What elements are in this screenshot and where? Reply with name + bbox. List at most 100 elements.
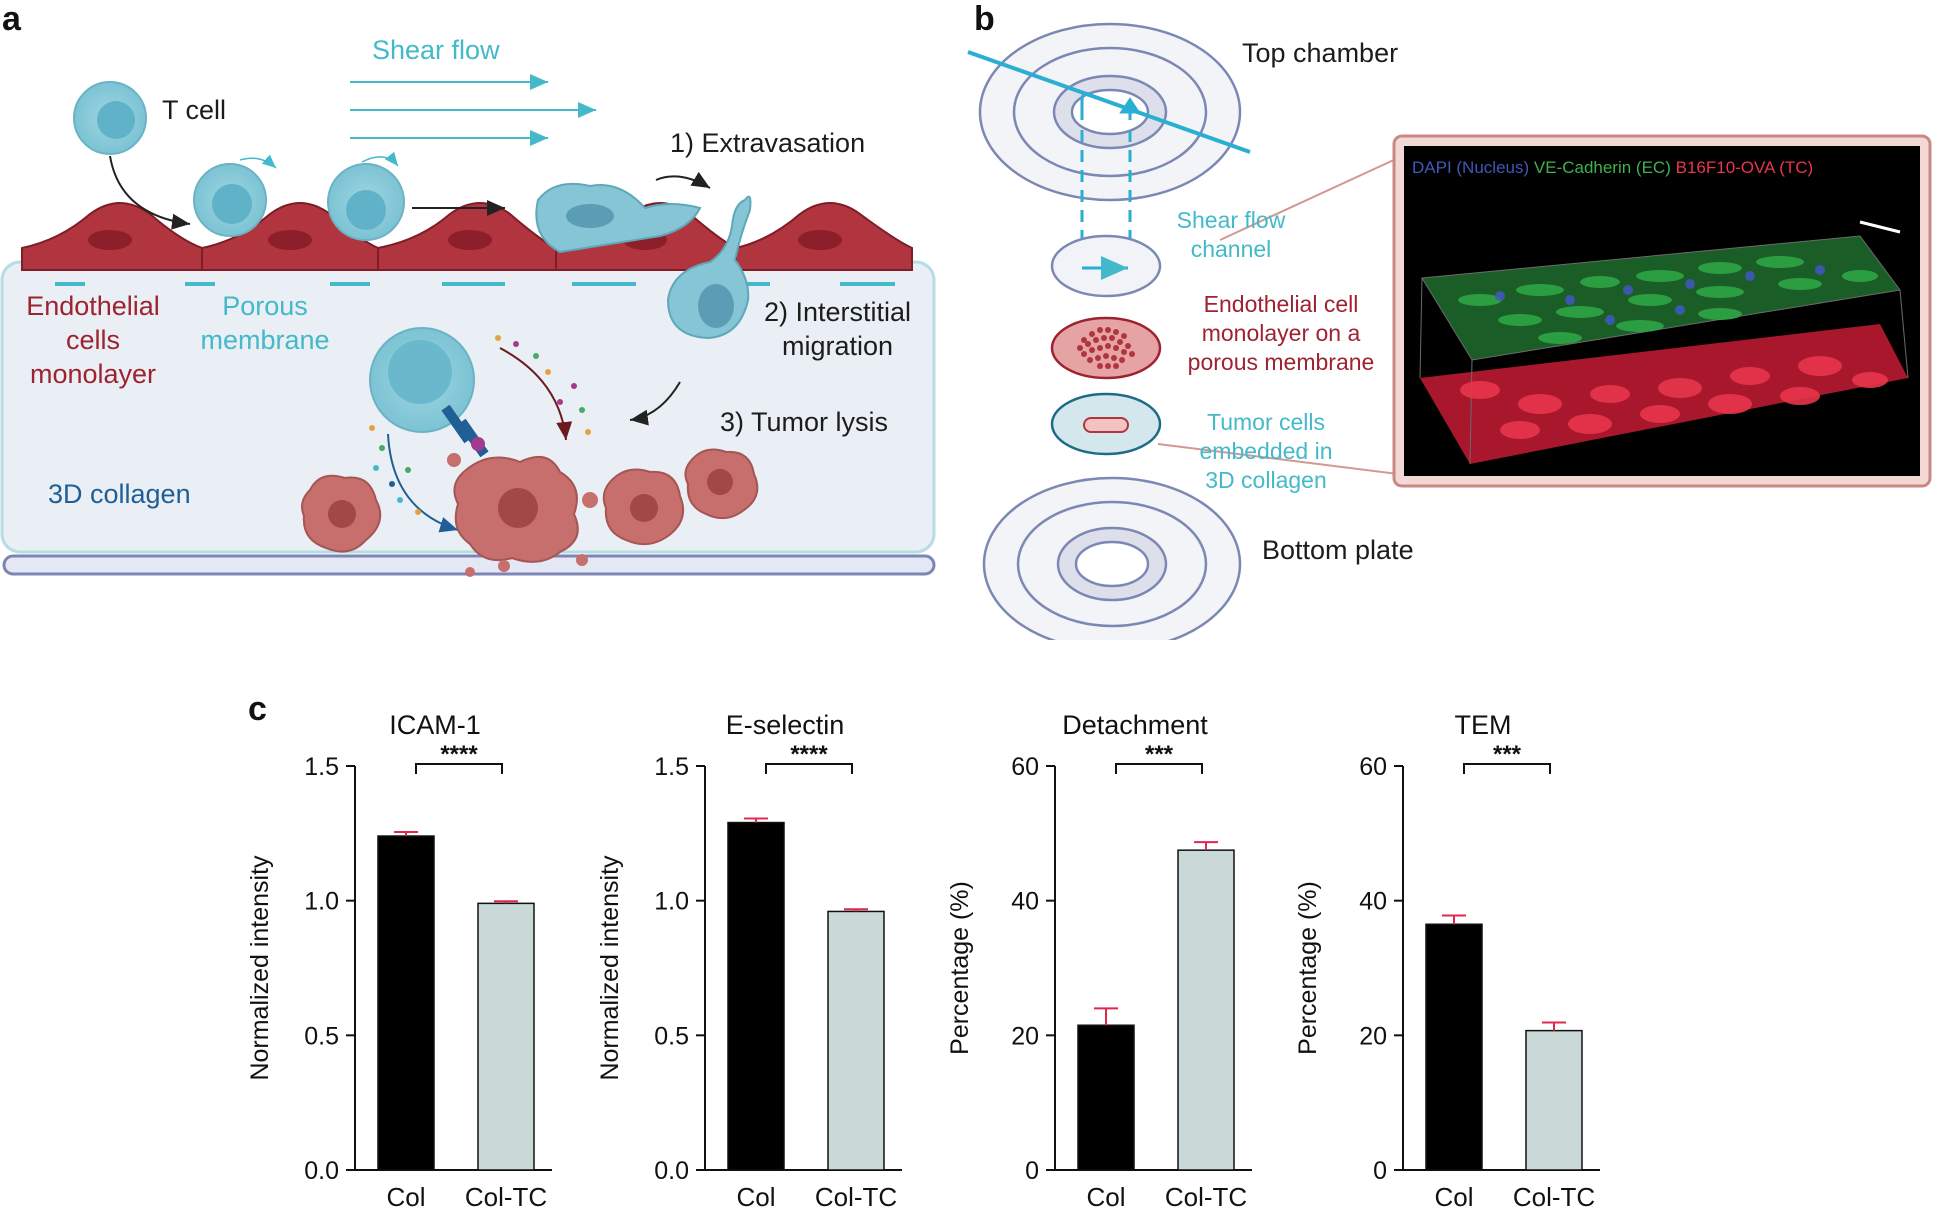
significance-bracket (415, 763, 503, 774)
panel-letter-c: c (248, 690, 267, 728)
bar-col-tc (1525, 1029, 1583, 1171)
y-tick-label: 40 (1359, 888, 1387, 916)
t-cell-rolling-2 (327, 163, 405, 241)
bottom-plate (982, 476, 1242, 640)
endothelial-line-3: monolayer (29, 358, 157, 389)
t-cell-label: T cell (162, 95, 227, 125)
x-tick-label: Col (736, 1182, 775, 1212)
significance-bracket (1115, 763, 1203, 774)
chart-title: ICAM-1 (389, 710, 481, 740)
bar-col-tc (827, 910, 885, 1171)
significance-bracket (1463, 763, 1551, 774)
shear-channel-label: Shear flow channel (1160, 206, 1302, 264)
extravasation-label: 1) Extravasation (670, 128, 866, 158)
chart-title: E-selectin (726, 710, 845, 740)
endothelial-label: Endothelial cells monolayer (18, 290, 168, 391)
endothelial-dots (1077, 327, 1135, 369)
tumor-cell-lysed (447, 453, 598, 577)
tumor-lysis-label: 3) Tumor lysis (720, 407, 889, 437)
bar-col (377, 835, 435, 1171)
bar-col (727, 821, 785, 1171)
tumor-layer-label: Tumor cells embedded in 3D collagen (1186, 408, 1346, 494)
x-tick-label: Col-TC (465, 1182, 547, 1212)
y-tick-label: 0.5 (304, 1022, 339, 1050)
y-tick-label: 20 (1359, 1022, 1387, 1050)
legend-dapi: DAPI (Nucleus) (1412, 158, 1530, 177)
y-tick-label: 0 (1025, 1157, 1039, 1185)
significance-bracket (765, 763, 853, 774)
endothelial-layer-label: Endothelial cell monolayer on a porous m… (1172, 290, 1390, 376)
tubing (967, 50, 1251, 154)
cytokine-dots (363, 335, 591, 515)
tumor-cell-right-1 (602, 468, 684, 546)
y-tick-label: 60 (1011, 753, 1039, 781)
panel-letter-a: a (2, 0, 21, 38)
microscopy-image (1392, 134, 1932, 488)
flow-path (1080, 92, 1141, 268)
y-tick-label: 60 (1359, 753, 1387, 781)
interstitial-migration-label: 2) Interstitial migration (750, 296, 925, 364)
tumor-cell-right-2 (684, 448, 759, 520)
bar-col-tc (1177, 849, 1235, 1171)
x-tick-label: Col-TC (1165, 1182, 1247, 1212)
significance-label: *** (1493, 741, 1522, 768)
endo-layer-line-2: monolayer on a (1201, 319, 1361, 346)
x-tick-label: Col (1086, 1182, 1125, 1212)
endothelial-line-2: cells (65, 324, 120, 355)
endo-layer-line-3: porous membrane (1187, 348, 1375, 375)
endo-layer-line-1: Endothelial cell (1203, 291, 1359, 317)
y-tick-label: 1.5 (654, 753, 689, 781)
chart-title: TEM (1455, 710, 1512, 740)
significance-label: **** (790, 741, 828, 768)
significance-label: **** (440, 741, 478, 768)
t-cell-rolling-1 (193, 163, 267, 237)
legend-tumor: B16F10-OVA (TC) (1675, 158, 1814, 177)
tumor-layer-line-1: Tumor cells (1207, 409, 1325, 435)
y-tick-label: 0.5 (654, 1022, 689, 1050)
porous-line-1: Porous (222, 291, 308, 321)
x-tick-label: Col-TC (1513, 1182, 1595, 1212)
t-cell-free (73, 81, 147, 155)
endothelial-line-1: Endothelial (26, 291, 160, 321)
x-tick-label: Col (386, 1182, 425, 1212)
collagen-label: 3D collagen (48, 479, 191, 509)
top-chamber-label: Top chamber (1242, 38, 1399, 68)
bar-col-tc (477, 902, 535, 1171)
t-cell-spreading (535, 182, 702, 254)
shear-channel-line-2: channel (1190, 235, 1272, 262)
y-tick-label: 1.0 (304, 888, 339, 916)
y-axis-label: Percentage (%) (946, 881, 974, 1055)
porous-membrane-label: Porous membrane (190, 290, 340, 358)
y-tick-label: 0.0 (654, 1157, 689, 1185)
y-tick-label: 20 (1011, 1022, 1039, 1050)
tumor-layer-line-2: embedded in (1199, 437, 1333, 464)
bar-col (1077, 1024, 1135, 1171)
x-tick-label: Col (1434, 1182, 1473, 1212)
microscopy-legend: DAPI (Nucleus) VE-Cadherin (EC) B16F10-O… (1412, 158, 1813, 178)
significance-label: *** (1145, 741, 1174, 768)
y-axis-label: Normalized intensity (246, 855, 274, 1081)
y-tick-label: 0 (1373, 1157, 1387, 1185)
panel-letter-b: b (974, 0, 995, 38)
tumor-layer-line-3: 3D collagen (1205, 466, 1327, 493)
x-tick-label: Col-TC (815, 1182, 897, 1212)
endothelial-layer (21, 202, 913, 271)
shear-flow-label: Shear flow (372, 35, 500, 65)
interstitial-line-1: 2) Interstitial (763, 297, 912, 327)
y-tick-label: 1.5 (304, 753, 339, 781)
top-chamber (978, 22, 1242, 202)
panel-a-illustration (0, 74, 936, 577)
y-tick-label: 40 (1011, 888, 1039, 916)
t-cell-killing (369, 327, 489, 458)
chart-title: Detachment (1062, 710, 1208, 740)
bar-col (1425, 923, 1483, 1171)
interstitial-line-2: migration (781, 330, 894, 361)
shear-channel-line-1: Shear flow (1176, 207, 1286, 233)
shear-channel-layer (1050, 234, 1162, 298)
y-axis-label: Normalized intensity (596, 855, 624, 1081)
bottom-plate-label: Bottom plate (1262, 535, 1414, 565)
